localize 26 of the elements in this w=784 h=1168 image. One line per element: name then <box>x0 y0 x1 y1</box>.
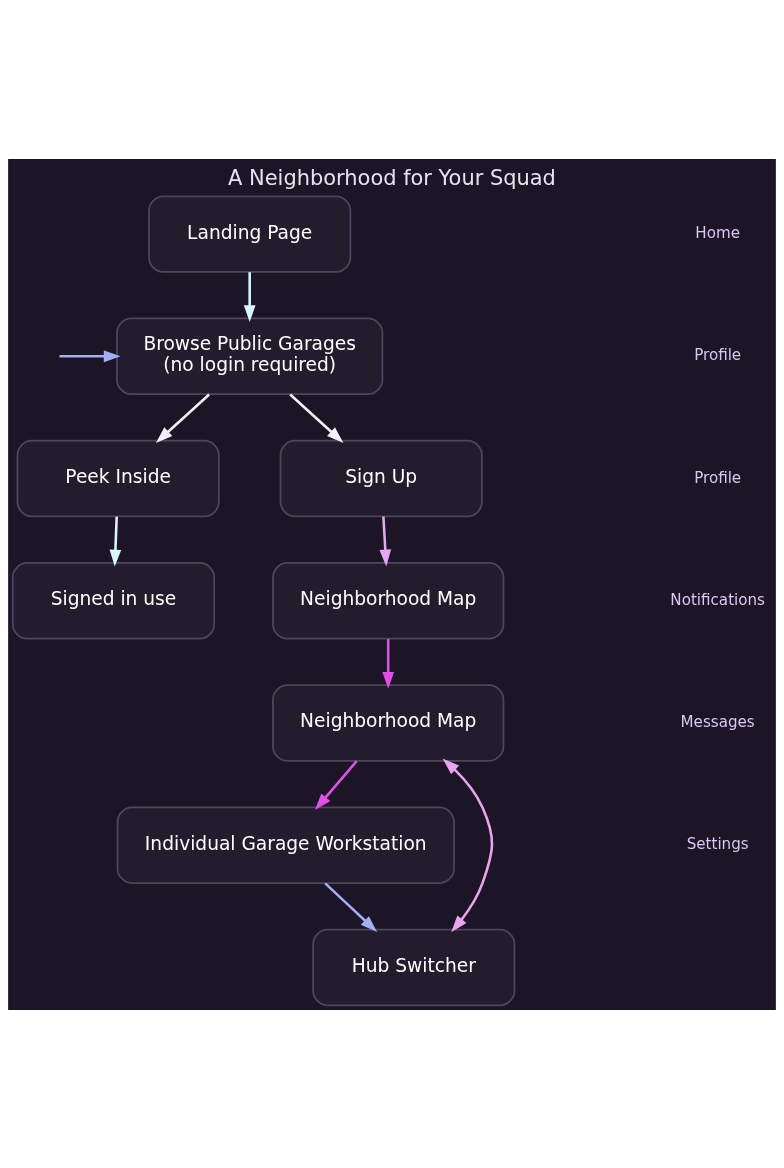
label: Settings <box>686 834 749 853</box>
node-box: Browse Public Garages (no login required) <box>116 317 384 395</box>
node-box: Sign Up <box>279 439 483 517</box>
arrow <box>314 759 358 810</box>
node-box: Neighborhood Map <box>272 683 505 762</box>
arrow <box>379 516 392 566</box>
label: Profile <box>694 345 742 364</box>
arrow <box>155 393 210 443</box>
node-box: Signed in use <box>11 561 216 639</box>
node-box: Neighborhood Map <box>272 561 505 639</box>
arrow <box>442 758 494 932</box>
arrow <box>324 881 378 932</box>
label: Notifications <box>670 590 766 609</box>
diagram-title: A Neighborhood for Your Squad <box>228 165 556 190</box>
node-box: Individual Garage Workstation <box>116 806 455 884</box>
node-box: Peek Inside <box>16 439 220 517</box>
label: Profile <box>694 468 742 487</box>
label: Messages <box>680 712 755 731</box>
node-box: Landing Page <box>148 194 352 273</box>
arrow <box>109 516 122 566</box>
arrow <box>382 638 395 689</box>
arrow <box>59 349 121 362</box>
arrow <box>243 271 256 322</box>
node-box: Hub Switcher <box>312 928 516 1006</box>
label: Home <box>695 223 741 242</box>
arrow <box>289 393 344 443</box>
